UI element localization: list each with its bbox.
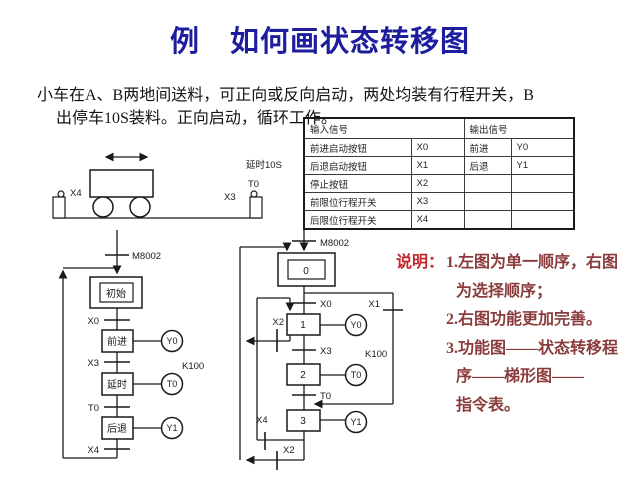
label-x4: X4 bbox=[87, 445, 99, 456]
label-k100: K100 bbox=[365, 349, 387, 360]
input-code-cell: X3 bbox=[410, 192, 465, 211]
initial-state-label: 初始 bbox=[106, 287, 126, 300]
trolley-sketch: X4 X3 延时10S T0 bbox=[52, 152, 282, 219]
output-coil-y0 bbox=[344, 313, 368, 337]
output-code-cell bbox=[510, 210, 575, 230]
input-code-cell: X4 bbox=[410, 210, 465, 230]
state-back-label: 后退 bbox=[107, 423, 127, 435]
state2-label: 2 bbox=[300, 370, 306, 381]
note-line-3: 2.右图功能更加完善。 bbox=[446, 311, 603, 328]
label-t0: T0 bbox=[320, 391, 331, 402]
limit-switch-knob-left bbox=[57, 190, 65, 198]
intro-text: 小车在A、B两地间送料，可正向或反向启动，两处均装有行程开关，B 出停车10S装… bbox=[37, 84, 622, 130]
label-x2-lower: X2 bbox=[283, 445, 295, 456]
output-coil-y1 bbox=[344, 410, 368, 434]
output-coil-y1-label: Y1 bbox=[350, 417, 361, 427]
label-x3: X3 bbox=[224, 192, 236, 203]
note-line-2: 为选择顺序； bbox=[456, 282, 553, 300]
output-coil-y0 bbox=[160, 329, 184, 353]
note-line-5: 序——梯形图—— bbox=[456, 368, 585, 385]
label-x0: X0 bbox=[320, 299, 332, 310]
state-forward-label: 前进 bbox=[107, 335, 127, 348]
label-x4: X4 bbox=[70, 188, 82, 199]
output-coil-t0 bbox=[344, 363, 368, 387]
note-line-4: 3.功能图——状态转移程 bbox=[446, 339, 619, 357]
table-row: 前限位行程开关 X3 bbox=[303, 192, 575, 211]
left-sfc-single-sequence: M8002 初始 X0 前进 Y0 X3 K100 延时 T0 T0 bbox=[58, 230, 204, 459]
table-row: 后退启动按钮 X1 后退 Y1 bbox=[303, 156, 575, 175]
label-t0: T0 bbox=[248, 179, 259, 190]
note-line-1: 1.左图为单一顺序，右图 bbox=[446, 254, 619, 271]
intro-line-1: 小车在A、B两地间送料，可正向或反向启动，两处均装有行程开关，B bbox=[37, 87, 534, 104]
limit-switch-post-right bbox=[249, 196, 263, 219]
output-coil-y0-label: Y0 bbox=[350, 320, 361, 330]
output-code-cell bbox=[510, 192, 575, 211]
output-coil-t0-label: T0 bbox=[167, 379, 178, 389]
input-code-cell: X0 bbox=[410, 138, 465, 157]
state-delay-label: 延时 bbox=[107, 379, 127, 391]
limit-switch-knob-right bbox=[250, 190, 258, 198]
table-row: 前进启动按钮 X0 前进 Y0 bbox=[303, 138, 575, 157]
state0-label: 0 bbox=[303, 266, 309, 277]
note-line-6: 指令表。 bbox=[456, 396, 521, 414]
label-x3: X3 bbox=[320, 346, 332, 357]
notes-block: 说明： 1.左图为单一顺序，右图 为选择顺序； 2.右图功能更加完善。 3.功能… bbox=[396, 249, 638, 420]
state1-label: 1 bbox=[300, 320, 306, 331]
right-sfc-selective-sequence: M8002 0 X1 X0 1 Y0 X2 bbox=[239, 228, 403, 470]
table-header-row: 输入信号 输出信号 bbox=[303, 117, 575, 139]
label-m8002: M8002 bbox=[132, 251, 161, 262]
table-row: 后限位行程开关 X4 bbox=[303, 210, 575, 230]
trolley-wheel bbox=[129, 196, 151, 218]
label-k100: K100 bbox=[182, 361, 204, 372]
label-t0: T0 bbox=[88, 403, 99, 414]
label-delay-10s: 延时10S bbox=[246, 159, 282, 171]
output-coil-t0 bbox=[160, 372, 184, 396]
output-coil-y0-label: Y0 bbox=[166, 336, 177, 346]
notes-lines: 1.左图为单一顺序，右图 为选择顺序； 2.右图功能更加完善。 3.功能图——状… bbox=[446, 249, 618, 420]
label-x0: X0 bbox=[87, 316, 99, 327]
state3-label: 3 bbox=[300, 416, 306, 427]
label-x1: X1 bbox=[368, 299, 380, 310]
output-coil-y1-label: Y1 bbox=[166, 423, 177, 433]
page-title: 例 如何画状态转移图 bbox=[169, 26, 470, 58]
limit-switch-post-left bbox=[52, 196, 66, 219]
initial-state-inner-box bbox=[99, 282, 134, 303]
label-x2-upper: X2 bbox=[272, 317, 284, 328]
trolley-body bbox=[89, 169, 154, 198]
trolley-wheel bbox=[92, 196, 114, 218]
intro-line-2: 出停车10S装料。正向启动，循环工作。 bbox=[56, 110, 337, 127]
output-coil-t0-label: T0 bbox=[351, 370, 362, 380]
state0-inner-box bbox=[287, 259, 326, 280]
label-m8002: M8002 bbox=[320, 238, 349, 249]
notes-label: 说明： bbox=[396, 254, 445, 271]
io-signal-table: 输入信号 输出信号 前进启动按钮 X0 前进 Y0 后退启动按钮 X1 后退 Y… bbox=[303, 117, 576, 230]
table-row: 停止按钮 X2 bbox=[303, 174, 575, 193]
label-x3: X3 bbox=[87, 358, 99, 369]
output-coil-y1 bbox=[160, 416, 184, 440]
label-x4: X4 bbox=[256, 415, 268, 426]
input-code-cell: X1 bbox=[410, 156, 465, 175]
